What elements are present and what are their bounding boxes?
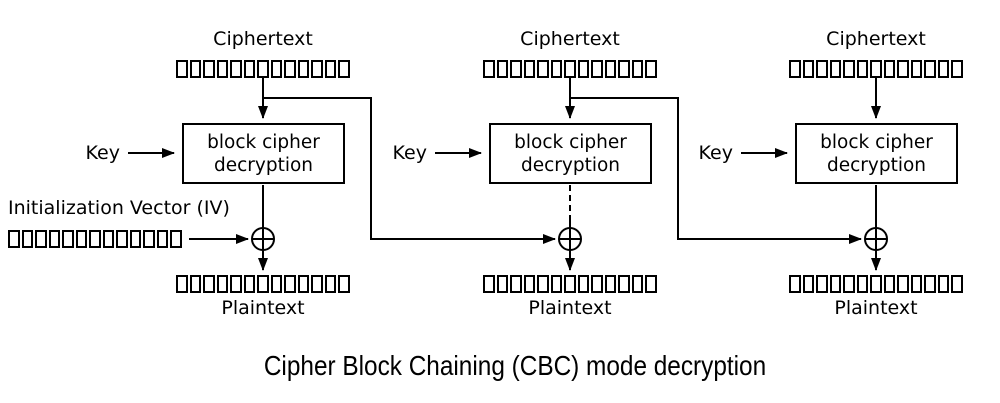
plaintext-label: Plaintext [528,297,612,319]
ciphertext-strip [483,60,657,78]
ciphertext-label: Ciphertext [826,28,926,50]
plaintext-strip [176,275,350,293]
block-cipher-decryption-box: block cipher decryption [182,123,345,184]
key-label: Key [392,142,427,164]
plaintext-strip [789,275,963,293]
xor-icon [864,227,888,251]
ciphertext-label: Ciphertext [520,28,620,50]
ciphertext-label: Ciphertext [213,28,313,50]
diagram-title: Cipher Block Chaining (CBC) mode decrypt… [263,350,767,381]
block-cipher-decryption-box: block cipher decryption [795,123,958,184]
xor-icon [251,227,275,251]
plaintext-label: Plaintext [834,297,918,319]
key-label: Key [85,142,120,164]
xor-icon [558,227,582,251]
key-label: Key [698,142,733,164]
block-cipher-decryption-box: block cipher decryption [489,123,652,184]
chain-line-1-to-2 [263,97,556,244]
plaintext-label: Plaintext [221,297,305,319]
ciphertext-strip [176,60,350,78]
initialization-vector-label: Initialization Vector (IV) [8,197,230,219]
plaintext-strip [483,275,657,293]
ciphertext-strip [789,60,963,78]
chain-line-2-to-3 [570,97,862,244]
iv-strip [8,230,182,248]
